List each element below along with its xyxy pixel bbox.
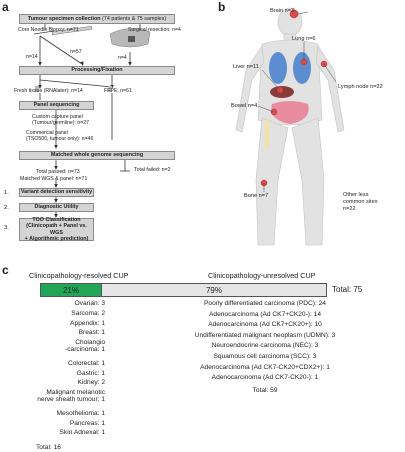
resolved-item: Malignant melanotic nerve sheath tumour:… — [37, 389, 105, 404]
resolved-total: Total: 16 — [36, 444, 61, 452]
matched-wgs: Matched WGS & panel: n=71 — [20, 176, 88, 182]
other-label-3: n=22 — [343, 206, 356, 212]
core-needle-label: Core Needle Biopsy: n=71 — [18, 27, 79, 33]
ffpe-label: FFPE: n=61 — [104, 88, 132, 94]
body-map-illustration — [235, 7, 345, 246]
total-failed: Total failed: n=2 — [134, 167, 171, 173]
step-1-num: 1. — [4, 190, 9, 196]
resolved-item: Kidney: 2 — [77, 379, 106, 387]
unresolved-bar: 79% — [102, 283, 327, 297]
panel-label-a: a — [2, 0, 9, 14]
unresolved-item: Undifferentiated malignant neoplasm (UDM… — [194, 331, 336, 339]
step-1-box: Variant detection sensitivity — [19, 188, 94, 197]
fresh-label: Fresh tissue (RNAlater): n=14 — [14, 88, 83, 94]
step-3-sub2: + Algorithmic prediction) — [24, 235, 89, 242]
resolved-item: Sarcoma: 2 — [71, 309, 105, 317]
lymph-label: Lymph node n=22 — [338, 84, 383, 90]
other-label-2: common sites — [343, 199, 378, 205]
step-2-num: 2. — [4, 205, 9, 211]
unresolved-item: Adenocarcinoma (Ad CK7+CK20+): 10 — [208, 321, 322, 329]
unresolved-item: Squamous cell carcinoma (SCC): 3 — [213, 353, 317, 360]
tube-icon — [35, 86, 112, 92]
unresolved-item: Adenocarcinoma (Ad CK7-CK20+CDX2+): 1 — [200, 363, 330, 371]
resolved-item: Appendix: 1 — [70, 319, 105, 327]
step-3-sub1: (Clinicopath + Panel vs. WGS — [26, 223, 87, 236]
liver-label: Liver n=11 — [233, 64, 259, 70]
resolved-item: Pancreas: 1 — [69, 419, 105, 427]
bowel-label: Bowel n=4 — [231, 103, 258, 109]
panel-label-c: c — [2, 263, 9, 277]
panel-seq-box: Panel sequencing — [19, 101, 94, 110]
surgical-tissue-icon — [109, 28, 151, 48]
n57-label: n=57 — [70, 49, 82, 55]
total-passed: Total passed: n=73 — [36, 169, 80, 175]
unresolved-item: Poorly differentiated carcinoma (PDC): 2… — [204, 300, 326, 307]
resolved-item: Colorectal: 1 — [67, 359, 105, 367]
collection-title: Tumour specimen collection — [27, 15, 101, 22]
resolved-item: Ovarian: 3 — [74, 300, 105, 307]
resolved-title: Clinicopathology-resolved CUP — [29, 271, 129, 280]
other-label-1: Other less — [343, 192, 369, 198]
wgs-box: Matched whole genome sequencing — [19, 151, 175, 160]
bone-label: Bone n=7 — [244, 193, 269, 199]
n14-label: n=14 — [26, 54, 38, 60]
step-3-num: 3. — [4, 225, 9, 231]
resolved-item: Mesothelioma: 1 — [56, 409, 105, 417]
custom-panel-2: (Tumour/germline): n=27 — [32, 120, 90, 126]
unresolved-title: Clinicopathology-unresolved CUP — [208, 271, 316, 280]
resolved-item: Skin Adnexal: 1 — [59, 429, 105, 437]
brain-label: Brain n=3 — [270, 8, 295, 14]
n4-label: n=4 — [118, 55, 127, 61]
resolved-item: Gastric: 1 — [76, 369, 105, 377]
collection-sub: (74 patients & 75 samples) — [102, 15, 167, 22]
commercial-2: (TSO500, tumour only): n=46 — [26, 136, 94, 142]
collection-box: Tumour specimen collection (74 patients … — [19, 14, 175, 24]
commercial-1: Commercial panel — [26, 130, 68, 136]
resolved-item: Cholangio -carcinoma: 1 — [65, 339, 105, 354]
unresolved-total: Total: 59 — [252, 386, 278, 394]
unresolved-item: Neuroendocrine carcinoma (NEC): 3 — [211, 342, 319, 350]
processing-box: Processing/Fixation — [19, 66, 175, 75]
step-2-box: Diagnostic Utility — [19, 203, 94, 212]
step-3-box: TOO Classification (Clinicopath + Panel … — [19, 217, 94, 242]
bar-total: Total: 75 — [332, 285, 363, 294]
organs — [265, 52, 311, 148]
resolved-bar: 21% — [40, 283, 102, 297]
unresolved-item: Adenocarcinoma (Ad CK7-CK20-): 1 — [211, 374, 319, 382]
panel-label-b: b — [218, 0, 226, 14]
workflow-connectors — [33, 23, 151, 218]
custom-panel-1: Custom capture panel — [32, 114, 83, 120]
surgical-label: Surgical resection: n=4 — [128, 27, 181, 33]
step-3-title: TOO Classification — [32, 217, 81, 224]
resolved-item: Breast: 1 — [78, 329, 105, 337]
needle-icon — [33, 25, 93, 36]
lung-label: Lung n=6 — [292, 36, 316, 42]
unresolved-item: Adenocarcinoma (Ad CK7+CK20-): 14 — [209, 310, 321, 318]
